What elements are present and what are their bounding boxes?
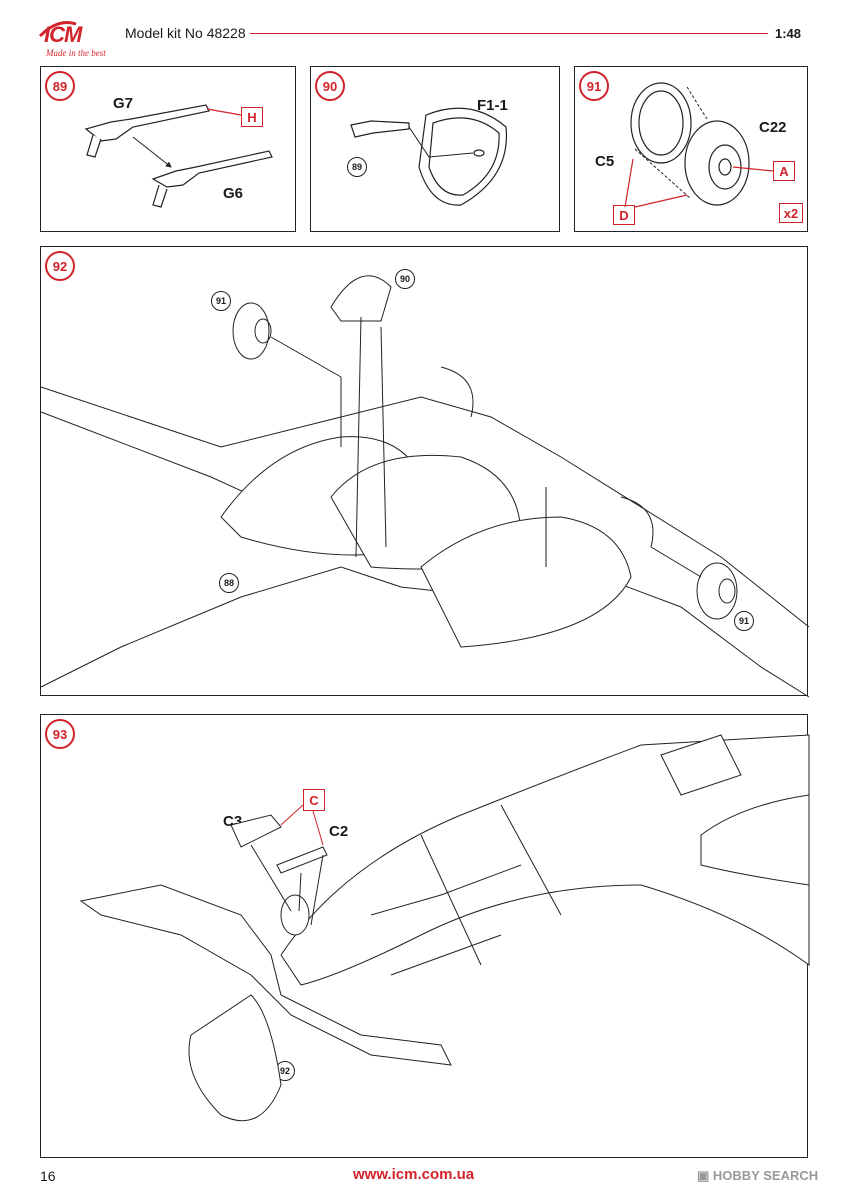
ref-step-88: 88 <box>219 573 239 593</box>
step-89-panel: 89 G7 G6 H <box>40 66 296 232</box>
part-label-c5: C5 <box>595 153 615 170</box>
step-93-panel: 93 C3 C2 C 92 <box>40 714 810 1158</box>
color-code-d: D <box>613 205 635 225</box>
kit-label: Model kit No 48228 <box>125 25 246 41</box>
icm-logo: ICM Made in the best <box>38 18 118 62</box>
ref-step-91-right: 91 <box>734 611 754 631</box>
step-number: 93 <box>45 719 75 749</box>
logo-tagline: Made in the best <box>46 48 106 58</box>
page-number: 16 <box>40 1168 56 1184</box>
wheel-drawing <box>624 82 774 208</box>
ref-step-91-left: 91 <box>211 291 231 311</box>
color-code-a: A <box>773 161 795 181</box>
step-number: 92 <box>45 251 75 281</box>
part-label-c2: C2 <box>329 823 349 840</box>
step-number: 89 <box>45 71 75 101</box>
gun-cowl-drawing <box>350 107 508 206</box>
part-label-c22: C22 <box>759 119 787 136</box>
color-code-h: H <box>241 107 263 127</box>
website-link[interactable]: www.icm.com.ua <box>353 1166 475 1183</box>
part-label-g6: G6 <box>223 185 244 202</box>
step-91-panel: 91 C22 C5 A D x2 <box>574 66 808 232</box>
color-code-c: C <box>303 789 325 811</box>
part-label-g7: G7 <box>113 95 134 112</box>
camera-icon: ▣ <box>697 1168 713 1183</box>
aircraft-wing-drawing <box>40 275 810 698</box>
quantity-badge: x2 <box>779 203 803 223</box>
ref-step-90: 90 <box>395 269 415 289</box>
logo-swoosh-icon <box>38 21 77 38</box>
step-90-panel: 90 F1-1 89 <box>310 66 560 232</box>
step-92-panel: 92 90 91 91 88 <box>40 246 810 698</box>
step-number: 90 <box>315 71 345 101</box>
header-divider <box>250 33 768 34</box>
watermark: ▣ HOBBY SEARCH <box>697 1168 818 1184</box>
ref-step-89: 89 <box>347 157 367 177</box>
machine-gun-drawing <box>84 104 273 208</box>
logo-brand: ICM <box>44 22 82 47</box>
aircraft-tail-drawing <box>79 734 810 1122</box>
watermark-text: HOBBY SEARCH <box>712 1168 819 1183</box>
step-number: 91 <box>579 71 609 101</box>
part-label-f1-1: F1-1 <box>477 97 508 114</box>
scale-label: 1:48 <box>775 26 802 41</box>
